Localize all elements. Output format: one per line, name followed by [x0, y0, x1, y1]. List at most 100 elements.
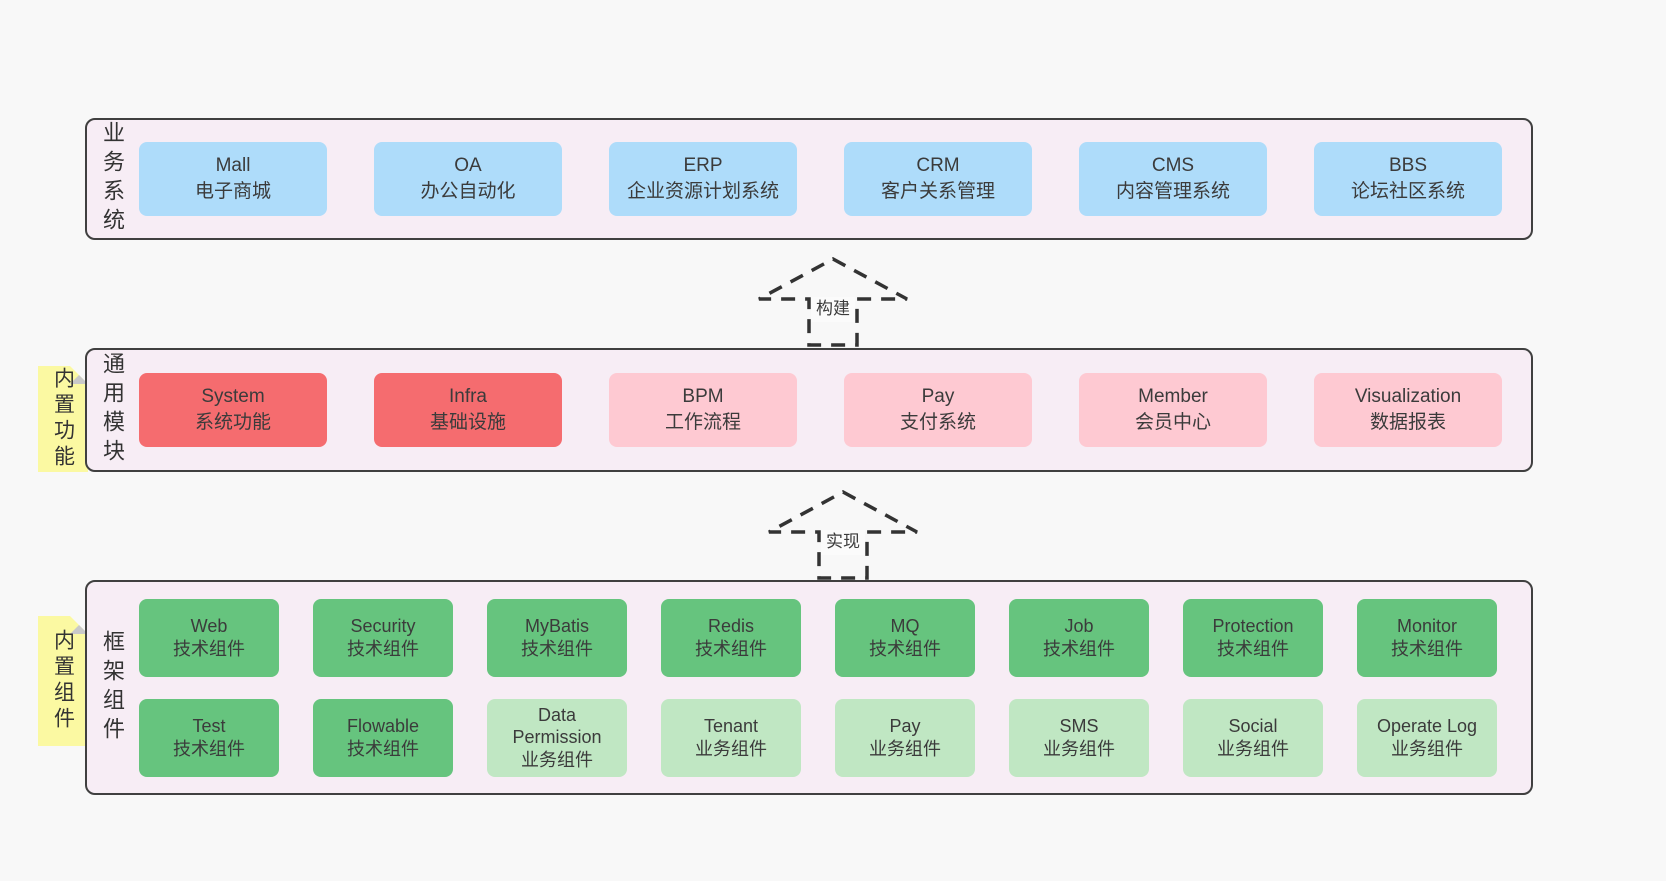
box-title-en: BBS — [1388, 155, 1428, 177]
sticky-label: 内置功能 — [51, 367, 75, 471]
box-title-en: Web — [190, 616, 228, 636]
box-title-en: BPM — [682, 386, 724, 408]
box-title-en: Protection — [1212, 616, 1294, 636]
box-visualization: Visualization 数据报表 — [1314, 373, 1502, 447]
box-title-en: Visualization — [1354, 386, 1462, 408]
box-title-en: Pay — [921, 386, 955, 408]
box-title-zh: 技术组件 — [173, 638, 245, 659]
box-title-zh: 基础设施 — [429, 412, 506, 433]
box-title-en: Mall — [215, 155, 251, 177]
box-erp: ERP 企业资源计划系统 — [609, 142, 797, 216]
layer-business-systems: 业务系统 Mall 电子商城 OA 办公自动化 ERP 企业资源计划系统 CRM… — [85, 118, 1533, 240]
box-title-en: Redis — [707, 616, 755, 636]
box-title-zh: 数据报表 — [1369, 412, 1446, 433]
box-title-en: System — [201, 386, 265, 408]
box-title-zh: 技术组件 — [1043, 638, 1115, 659]
box-member: Member 会员中心 — [1079, 373, 1267, 447]
box-crm: CRM 客户关系管理 — [844, 142, 1032, 216]
box-title-en: Job — [1064, 616, 1094, 636]
box-title-zh: 业务组件 — [1217, 738, 1289, 759]
box-title-zh: 企业资源计划系统 — [626, 181, 779, 202]
box-title-zh: 会员中心 — [1134, 412, 1211, 433]
box-title-zh: 电子商城 — [194, 181, 271, 202]
box-title-en: Monitor — [1396, 616, 1458, 636]
box-mq: MQ 技术组件 — [835, 598, 975, 677]
box-title-zh: 业务组件 — [869, 738, 941, 759]
sticky-note-built-in-components: 内置组件 — [38, 616, 88, 746]
box-title-en: Data Permission — [512, 704, 602, 748]
box-title-zh: 客户关系管理 — [880, 181, 995, 202]
box-title-en: ERP — [683, 155, 723, 177]
box-sms: SMS 业务组件 — [1009, 698, 1149, 777]
box-title-zh: 支付系统 — [899, 412, 976, 433]
component-row-2: Test 技术组件 Flowable 技术组件 Data Permission … — [139, 698, 1497, 777]
box-title-zh: 技术组件 — [1217, 638, 1289, 659]
box-mall: Mall 电子商城 — [139, 142, 327, 216]
box-title-zh: 办公自动化 — [420, 181, 516, 202]
box-title-zh: 业务组件 — [521, 749, 593, 770]
box-title-zh: 技术组件 — [347, 738, 419, 759]
box-title-en: Member — [1138, 386, 1208, 408]
box-operate-log: Operate Log 业务组件 — [1357, 698, 1497, 777]
box-title-en: CRM — [916, 155, 960, 177]
layer-title: 框架组件 — [100, 629, 125, 746]
box-monitor: Monitor 技术组件 — [1357, 598, 1497, 677]
layer-framework-components: 框架组件 Web 技术组件 Security 技术组件 MyBatis 技术组件… — [85, 580, 1533, 795]
build-arrow: 构建 — [753, 253, 913, 349]
implement-arrow: 实现 — [763, 486, 923, 582]
box-mybatis: MyBatis 技术组件 — [487, 598, 627, 677]
layer-title: 业务系统 — [100, 121, 125, 237]
box-test: Test 技术组件 — [139, 698, 279, 777]
arrow-label: 构建 — [811, 297, 855, 322]
box-pay-module: Pay 支付系统 — [844, 373, 1032, 447]
box-title-zh: 系统功能 — [194, 412, 271, 433]
box-title-en: CMS — [1151, 155, 1195, 177]
component-rows: Web 技术组件 Security 技术组件 MyBatis 技术组件 Redi… — [139, 598, 1497, 777]
box-title-zh: 技术组件 — [1391, 638, 1463, 659]
box-title-zh: 业务组件 — [1391, 738, 1463, 759]
sticky-label: 内置组件 — [51, 629, 75, 733]
box-system: System 系统功能 — [139, 373, 327, 447]
arrow-label: 实现 — [821, 530, 865, 555]
box-title-en: Infra — [448, 386, 488, 408]
box-cms: CMS 内容管理系统 — [1079, 142, 1267, 216]
layer-common-modules: 通用模块 System 系统功能 Infra 基础设施 BPM 工作流程 Pay… — [85, 348, 1533, 472]
box-title-zh: 技术组件 — [521, 638, 593, 659]
box-title-en: SMS — [1059, 716, 1099, 736]
box-title-en: Security — [350, 616, 416, 636]
box-infra: Infra 基础设施 — [374, 373, 562, 447]
layer-title: 通用模块 — [100, 352, 125, 468]
box-title-en: OA — [454, 155, 482, 177]
box-oa: OA 办公自动化 — [374, 142, 562, 216]
box-tenant: Tenant 业务组件 — [661, 698, 801, 777]
box-pay-component: Pay 业务组件 — [835, 698, 975, 777]
box-redis: Redis 技术组件 — [661, 598, 801, 677]
box-title-zh: 业务组件 — [695, 738, 767, 759]
box-title-en: Social — [1228, 716, 1278, 736]
box-bbs: BBS 论坛社区系统 — [1314, 142, 1502, 216]
business-box-row: Mall 电子商城 OA 办公自动化 ERP 企业资源计划系统 CRM 客户关系… — [139, 142, 1502, 216]
box-data-permission: Data Permission 业务组件 — [487, 698, 627, 777]
box-protection: Protection 技术组件 — [1183, 598, 1323, 677]
box-title-zh: 论坛社区系统 — [1350, 181, 1465, 202]
box-title-en: Pay — [889, 716, 921, 736]
box-web: Web 技术组件 — [139, 598, 279, 677]
box-title-zh: 工作流程 — [664, 412, 741, 433]
sticky-note-built-in-features: 内置功能 — [38, 366, 88, 472]
box-title-zh: 内容管理系统 — [1115, 181, 1230, 202]
box-title-en: Flowable — [346, 716, 420, 736]
box-bpm: BPM 工作流程 — [609, 373, 797, 447]
box-job: Job 技术组件 — [1009, 598, 1149, 677]
box-title-en: Test — [192, 716, 226, 736]
box-flowable: Flowable 技术组件 — [313, 698, 453, 777]
box-security: Security 技术组件 — [313, 598, 453, 677]
box-title-zh: 技术组件 — [695, 638, 767, 659]
box-title-en: Tenant — [703, 716, 759, 736]
box-title-en: Operate Log — [1376, 716, 1478, 736]
box-title-en: MQ — [890, 616, 920, 636]
box-title-zh: 技术组件 — [347, 638, 419, 659]
box-title-zh: 技术组件 — [869, 638, 941, 659]
component-row-1: Web 技术组件 Security 技术组件 MyBatis 技术组件 Redi… — [139, 598, 1497, 677]
box-title-zh: 技术组件 — [173, 738, 245, 759]
